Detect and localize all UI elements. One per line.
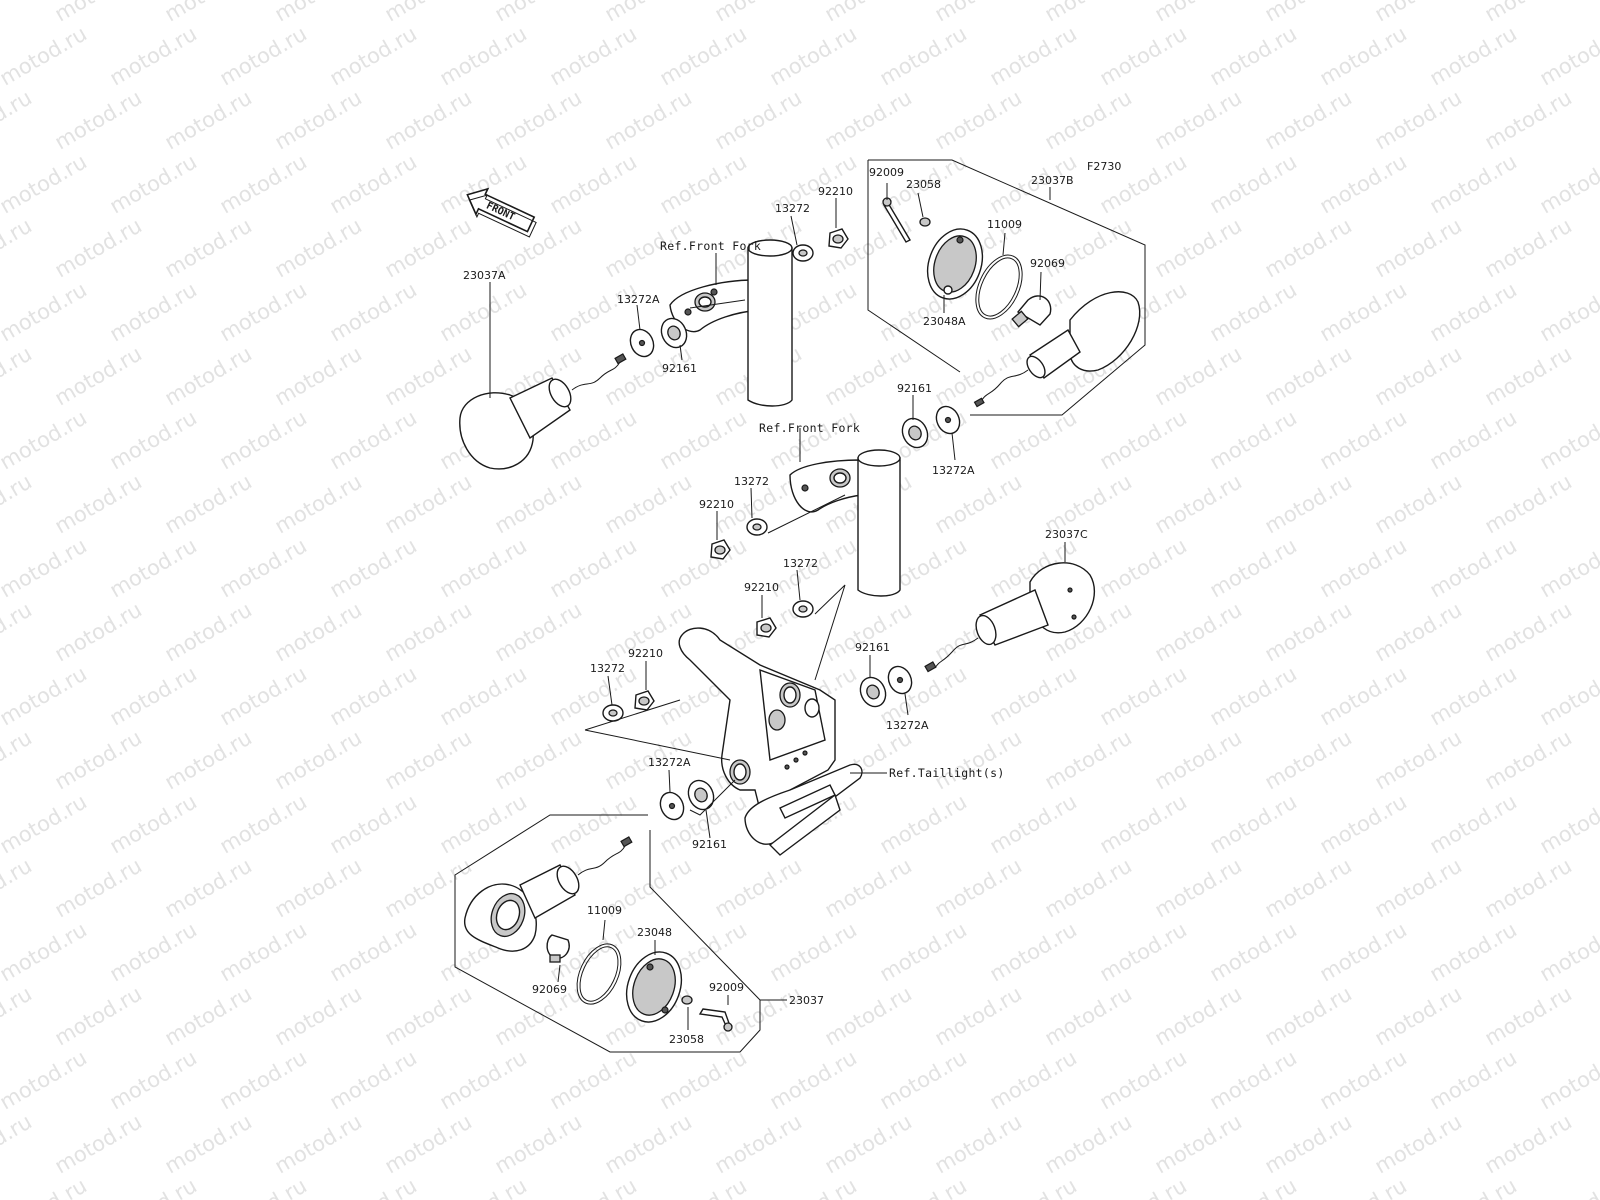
label-11009-top: 11009 xyxy=(987,218,1022,231)
label-92009-bottom: 92009 xyxy=(709,981,744,994)
turn-signal-23037B-icon xyxy=(973,291,1141,408)
label-23037B: 23037B xyxy=(1031,174,1074,187)
label-92161-right-top: 92161 xyxy=(897,382,932,395)
front-fork-bracket-mid-icon xyxy=(789,449,901,597)
label-13272-mid: 13272 xyxy=(734,475,769,488)
label-23037C: 23037C xyxy=(1045,528,1088,541)
label-92210-mid: 92210 xyxy=(699,498,734,511)
nut-23058-bottom-icon xyxy=(681,995,693,1005)
oring-11009-top-icon xyxy=(975,254,1023,320)
label-23058-top: 23058 xyxy=(906,178,941,191)
leader-lines xyxy=(489,183,1066,1030)
label-92210-left: 92210 xyxy=(628,647,663,660)
plate-13272A-top-icon xyxy=(629,328,655,358)
label-13272A-bottom: 13272A xyxy=(648,756,691,769)
label-92210-top: 92210 xyxy=(818,185,853,198)
nut-92210-top-icon xyxy=(828,228,849,249)
label-92161-right-mid: 92161 xyxy=(855,641,890,654)
assembly-box-23037 xyxy=(454,814,761,1053)
label-92161-top: 92161 xyxy=(662,362,697,375)
rear-bracket-icon xyxy=(678,627,863,856)
bulb-92069-top-icon xyxy=(1011,295,1052,328)
figure-code: F2730 xyxy=(1087,160,1121,173)
label-13272A-top: 13272A xyxy=(617,293,660,306)
label-92210-lower: 92210 xyxy=(744,581,779,594)
nut-92210-mid-icon xyxy=(710,539,731,560)
screw-92009-top-icon xyxy=(882,197,911,243)
grommet-92161-right-top-icon xyxy=(901,417,929,449)
plate-13272A-right-mid-icon xyxy=(887,665,913,695)
plate-13272A-bottom-icon xyxy=(659,791,685,821)
label-23058-bottom: 23058 xyxy=(669,1033,704,1046)
label-13272-left: 13272 xyxy=(590,662,625,675)
label-23048: 23048 xyxy=(637,926,672,939)
washer-13272-mid-icon xyxy=(746,518,768,536)
nut-92210-left-icon xyxy=(634,690,655,711)
washer-13272-top-icon xyxy=(792,244,814,262)
grommet-92161-right-mid-icon xyxy=(859,676,887,708)
nut-23058-top-icon xyxy=(919,217,931,227)
label-13272A-right-top: 13272A xyxy=(932,464,975,477)
ref-taillight: Ref.Taillight(s) xyxy=(889,766,1005,780)
label-13272-top: 13272 xyxy=(775,202,810,215)
washer-13272-left-icon xyxy=(602,704,624,722)
lens-23048-icon xyxy=(625,951,683,1023)
label-13272A-right-mid: 13272A xyxy=(886,719,929,732)
grommet-92161-bottom-icon xyxy=(687,779,715,811)
assembly-box-23037B xyxy=(867,159,1146,416)
lens-23048A-icon xyxy=(926,228,984,300)
ref-front-fork-mid: Ref.Front Fork xyxy=(759,421,860,435)
label-11009-bottom: 11009 xyxy=(587,904,622,917)
label-92069-bottom: 92069 xyxy=(532,983,567,996)
label-92069-top: 92069 xyxy=(1030,257,1065,270)
label-23037: 23037 xyxy=(789,994,824,1007)
label-23048A: 23048A xyxy=(923,315,966,328)
turn-signal-23037A-icon xyxy=(459,353,627,470)
front-arrow-icon: FRONT xyxy=(466,187,537,238)
label-23037A: 23037A xyxy=(463,269,506,282)
screw-92009-bottom-icon xyxy=(698,1008,733,1032)
plate-13272A-right-top-icon xyxy=(935,405,961,435)
oring-11009-bottom-icon xyxy=(576,943,622,1005)
bulb-92069-bottom-icon xyxy=(546,934,570,963)
turn-signal-23037-icon xyxy=(464,836,633,952)
label-13272-lower: 13272 xyxy=(783,557,818,570)
nut-92210-lower-icon xyxy=(756,617,777,638)
front-fork-bracket-top-icon xyxy=(669,239,793,407)
label-92161-bottom: 92161 xyxy=(692,838,727,851)
ref-front-fork-top: Ref.Front Fork xyxy=(660,239,761,253)
label-92009-top: 92009 xyxy=(869,166,904,179)
washer-13272-lower-icon xyxy=(792,600,814,618)
turn-signal-23037C-icon xyxy=(924,562,1096,673)
